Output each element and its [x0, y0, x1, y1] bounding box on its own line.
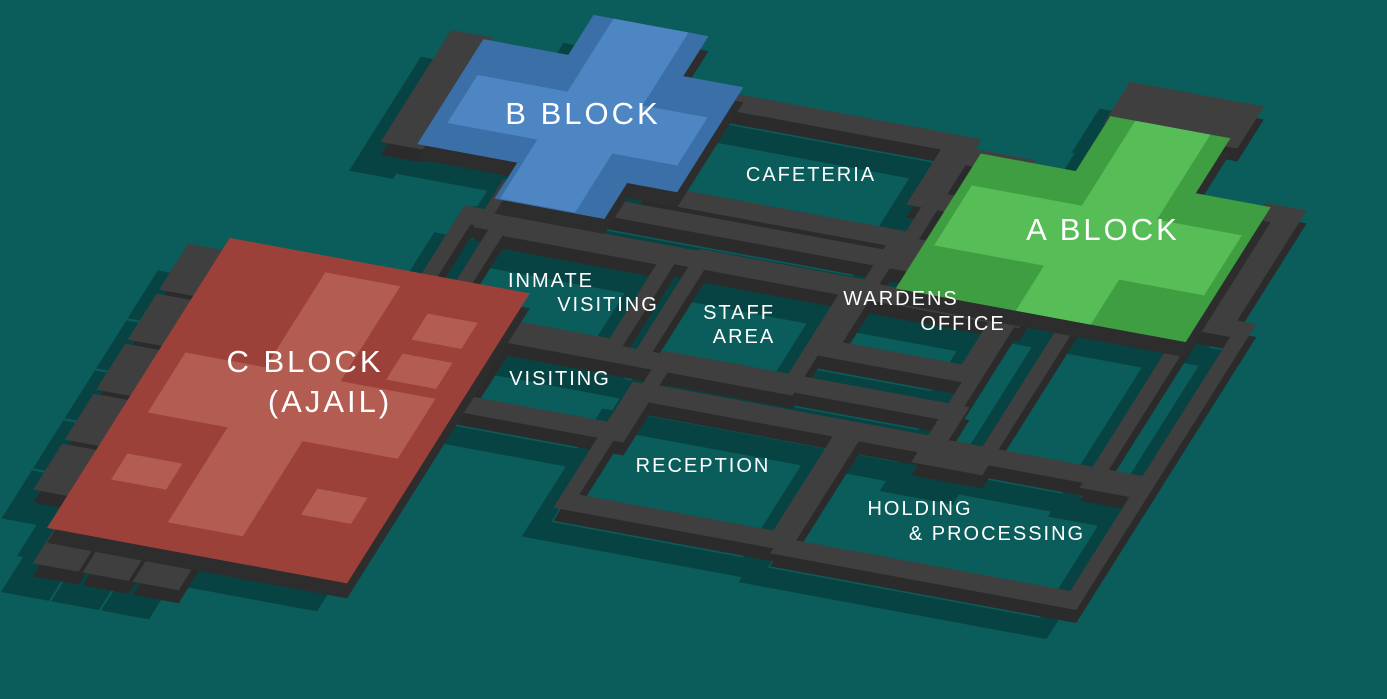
c-block-label-line2: (AJAIL) — [268, 384, 392, 419]
c-block-label-line1: C BLOCK — [226, 344, 383, 379]
inmate-visiting-label-line1: INMATE — [508, 270, 594, 292]
staff-area-label-line2: AREA — [713, 326, 775, 348]
c-block-roof-highlight — [111, 272, 478, 537]
holding-processing-label-line2: & PROCESSING — [909, 523, 1085, 545]
wardens-office-label-line1: WARDENS — [843, 288, 958, 310]
reception-label: RECEPTION — [636, 455, 771, 477]
b-block-label: B BLOCK — [505, 96, 660, 131]
visiting-label: VISITING — [509, 368, 611, 390]
a-block-label: A BLOCK — [1026, 212, 1180, 247]
cafeteria-label: CAFETERIA — [746, 164, 876, 186]
holding-processing-label-line1: HOLDING — [867, 498, 972, 520]
labels: B BLOCK CAFETERIA A BLOCK INMATE VISITIN… — [226, 96, 1180, 545]
staff-area-label-line1: STAFF — [703, 302, 775, 324]
a-block-roof-highlight — [934, 120, 1242, 325]
b-block-roof-highlight — [447, 18, 708, 213]
wardens-office-label-line2: OFFICE — [920, 313, 1005, 335]
inmate-visiting-label-line2: VISITING — [557, 294, 659, 316]
